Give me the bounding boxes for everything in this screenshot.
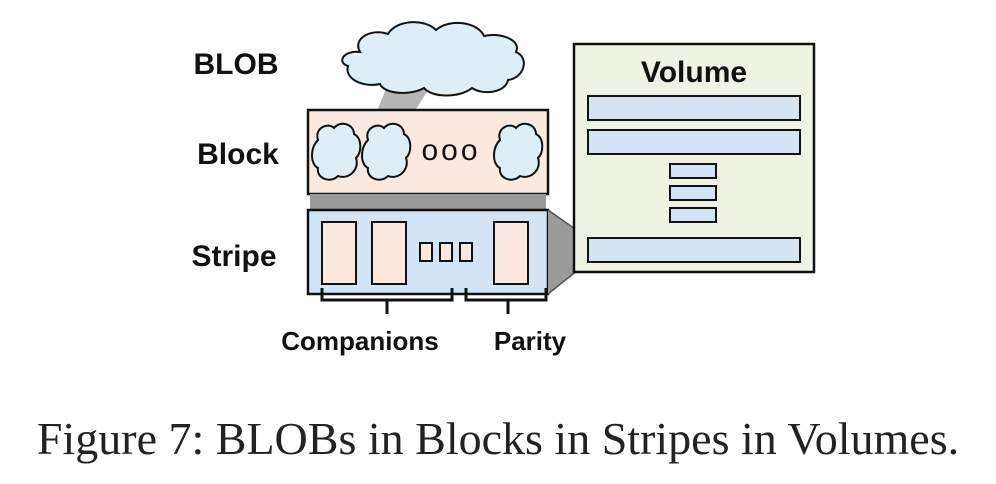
volume-small-bar-3 <box>669 207 717 223</box>
blob-label: BLOB <box>194 48 279 81</box>
stripe-small-box-1 <box>419 242 433 262</box>
stripe-block-1 <box>321 221 357 285</box>
companions-label: Companions <box>281 326 438 356</box>
diagram: ooo BLOB Block Stripe Volume Companions … <box>191 21 816 356</box>
block-ellipsis: ooo <box>421 134 480 167</box>
volume-label: Volume <box>641 56 747 89</box>
volume-small-bar-1 <box>669 163 717 179</box>
block-blob-3 <box>493 122 544 181</box>
parity-label: Parity <box>494 326 567 356</box>
block-to-stripe-connector <box>310 194 546 210</box>
block-blob-2 <box>361 122 412 181</box>
parity-brace <box>464 288 548 314</box>
block-label: Block <box>197 138 279 171</box>
volume-bar-1 <box>587 95 801 121</box>
volume-container <box>572 42 816 274</box>
volume-bar-3 <box>587 237 801 263</box>
blob-cloud <box>341 21 525 97</box>
companions-brace <box>320 288 454 314</box>
block-blob-1 <box>311 122 362 181</box>
stripe-small-box-3 <box>459 242 473 262</box>
volume-small-bar-2 <box>669 185 717 201</box>
stripe-block-2 <box>371 221 407 285</box>
figure-caption: Figure 7: BLOBs in Blocks in Stripes in … <box>36 413 960 464</box>
volume-bar-2 <box>587 129 801 155</box>
stripe-parity-block <box>493 221 529 285</box>
stripe-label: Stripe <box>191 240 276 273</box>
stripe-small-box-2 <box>439 242 453 262</box>
